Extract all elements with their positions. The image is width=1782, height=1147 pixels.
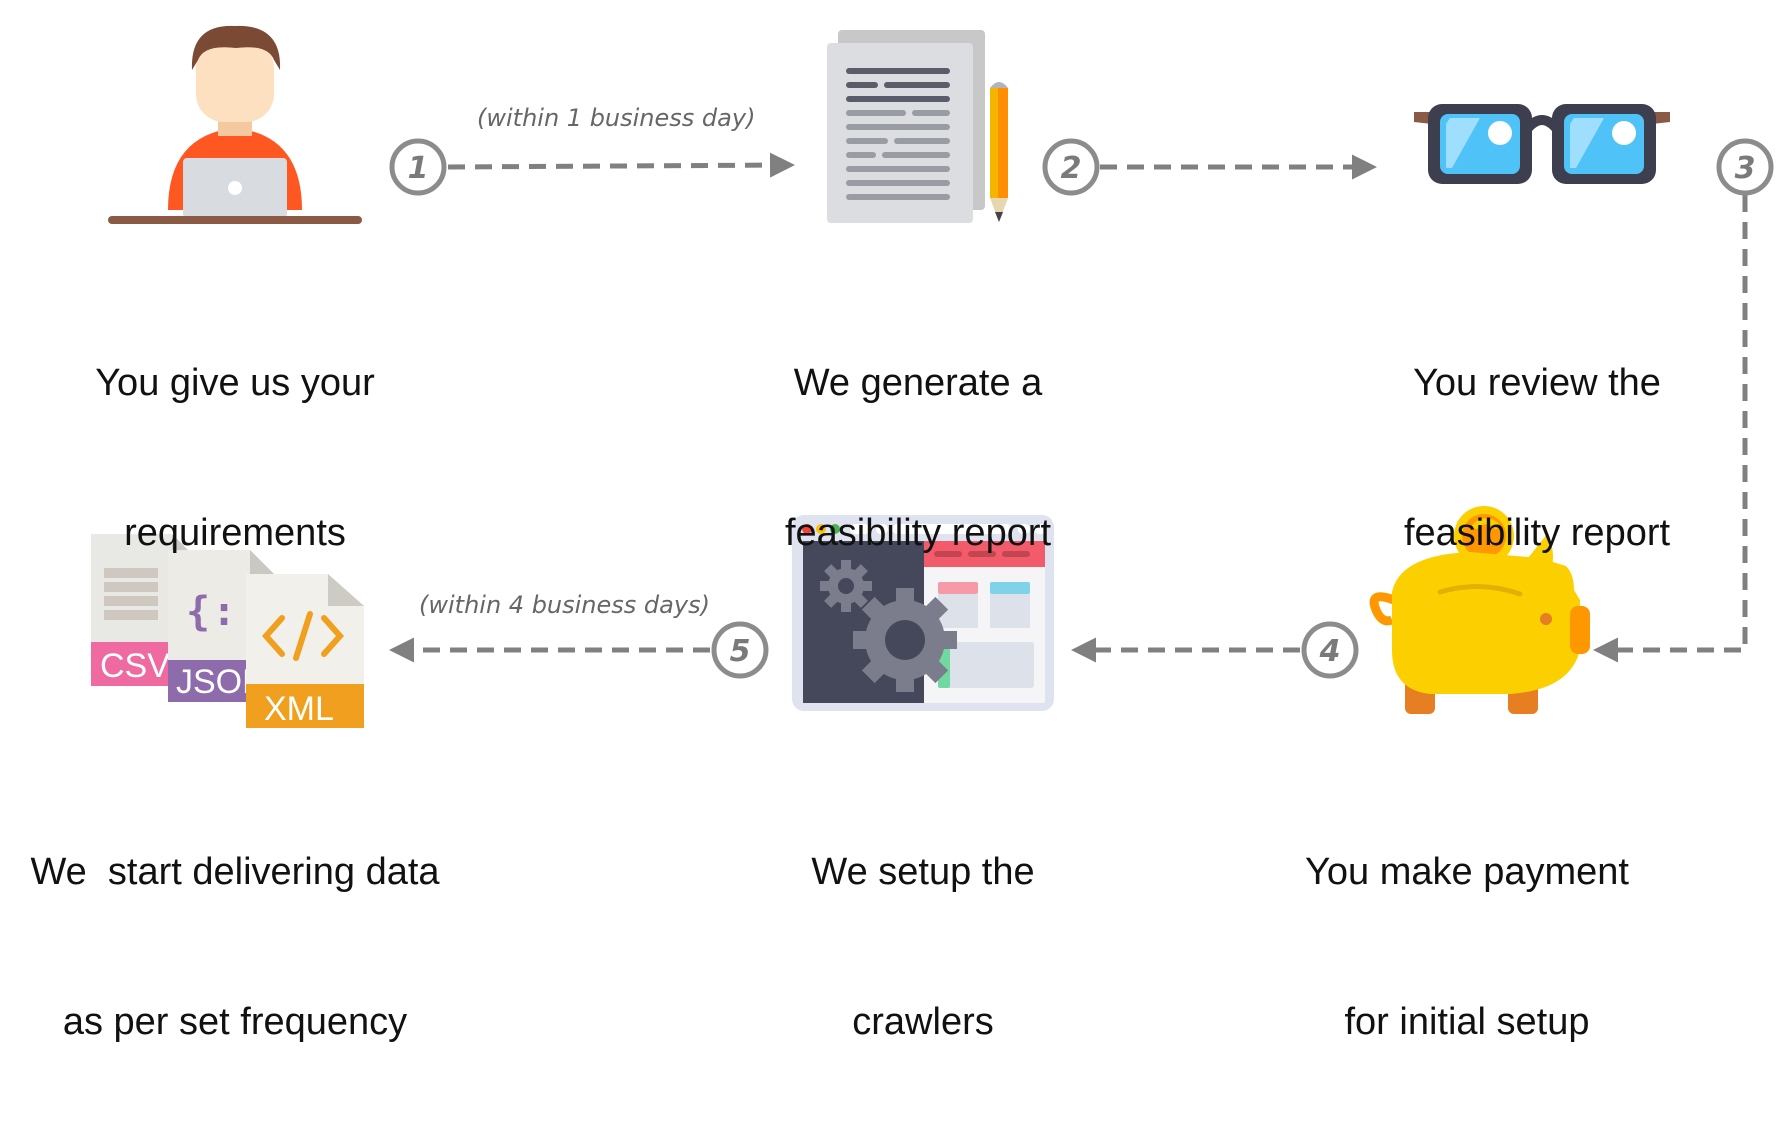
step-number: 5 <box>730 634 751 669</box>
step-badge-5: 5 <box>711 621 769 679</box>
step5-timing-note: (within 4 business days) <box>419 591 710 619</box>
step-1-caption: You give us your requirements <box>95 362 375 554</box>
glasses-icon <box>1414 104 1670 184</box>
step-badge-4: 4 <box>1301 621 1359 679</box>
svg-text::: : <box>212 589 236 635</box>
diagram-canvas: 1 2 3 4 5 <box>91 25 1774 728</box>
piggy-bank-icon <box>1369 506 1590 714</box>
step-number: 2 <box>1061 151 1082 186</box>
step-badge-3: 3 <box>1716 138 1774 196</box>
document-pencil-icon <box>827 30 1008 223</box>
svg-text:{: { <box>186 589 210 635</box>
step-2-caption: We generate a feasibility report <box>784 362 1052 554</box>
connector-1 <box>447 152 795 178</box>
browser-gear-icon <box>792 515 1054 711</box>
workflow-diagram: 1 2 3 4 5 <box>30 25 1774 1043</box>
xml-file-icon: XML <box>246 574 364 728</box>
step-number: 1 <box>408 151 429 186</box>
step-badge-2: 2 <box>1042 138 1100 196</box>
step-number: 3 <box>1735 151 1756 186</box>
person-laptop-icon <box>108 25 362 224</box>
connector-3 <box>1593 195 1748 663</box>
step-number: 4 <box>1319 634 1341 669</box>
file-type-label: CSV <box>100 647 170 685</box>
step-4-caption: You make payment for initial setup <box>1305 851 1629 1043</box>
data-files-icon: CSV { : JSON XML <box>91 534 364 728</box>
step-6-caption: We start delivering data as per set freq… <box>30 851 440 1043</box>
step-5-caption: We setup the crawlers <box>811 851 1035 1043</box>
step-3-caption: You review the feasibility report <box>1403 362 1671 554</box>
step1-timing-note: (within 1 business day) <box>477 104 756 132</box>
step-badge-1: 1 <box>389 138 447 196</box>
file-type-label: XML <box>264 690 334 728</box>
